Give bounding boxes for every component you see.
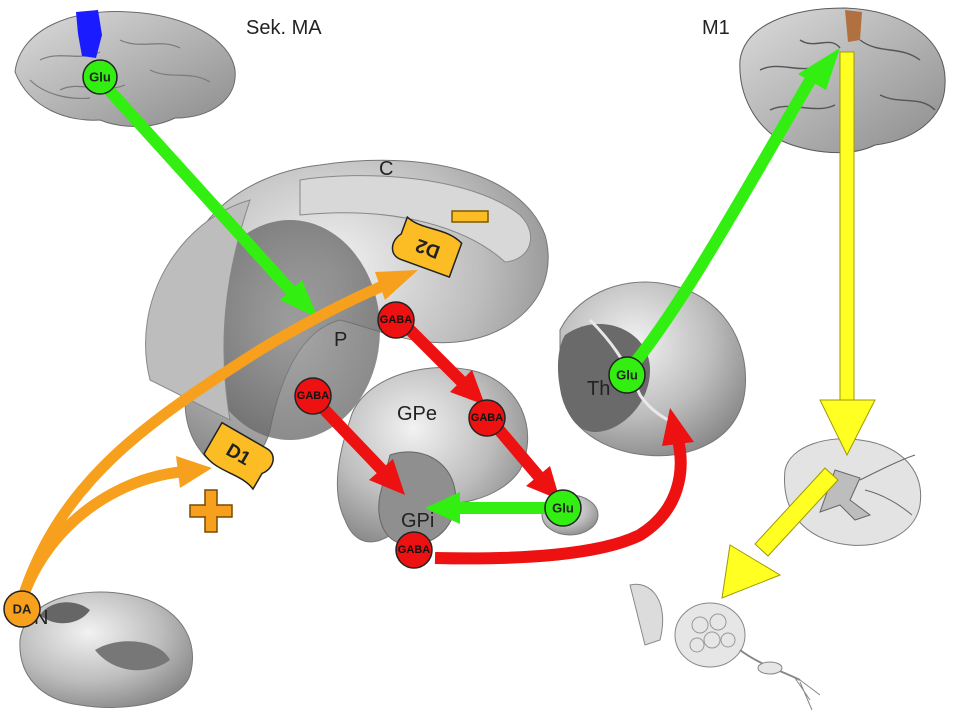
arrow-gpi-to-thalamus [434,438,687,565]
muscle-image [629,583,821,711]
label-m1: M1 [702,17,730,39]
cortex-brain-left-image [14,10,236,127]
arrow-dopamine-to-d2 [16,279,388,602]
svg-text:Glu: Glu [616,368,638,383]
secondary-motor-area-highlight [76,10,102,58]
label-gpi: GPi [401,510,434,532]
svg-text:GABA: GABA [471,412,503,424]
node-glu-thalamus: Glu [608,356,646,394]
node-gaba-putamen-lower: GABA [294,377,332,415]
arrow-gpe-to-stn [490,421,545,482]
node-glu-cortex: Glu [82,59,118,95]
substantia-nigra-image [19,591,193,708]
minus-icon [451,210,489,223]
node-gaba-putamen-upper: GABA [377,301,415,339]
svg-text:Glu: Glu [89,70,111,85]
node-gaba-gpi: GABA [395,531,433,569]
arrow-cortex-to-putamen [95,75,297,297]
thalamus-image [557,281,747,457]
label-thalamus: Th [587,378,610,400]
node-glu-stn: Glu [544,489,582,527]
d2-receptor: D2 [391,215,463,279]
arrow-putamen-to-gpe [400,320,467,387]
label-caudate: C [379,158,393,180]
arrow-putamen-to-gpi [315,400,387,475]
arrow-dopamine-to-d1 [16,466,181,602]
arrow-spinal-cord-to-muscle [754,467,839,557]
label-gpe: GPe [397,403,437,425]
svg-text:DA: DA [13,602,32,617]
svg-text:GABA: GABA [398,544,430,556]
primary-motor-area-highlight [845,10,862,42]
d1-receptor: D1 [203,421,274,491]
arrow-m1-to-spinal-cord [839,51,855,403]
node-dopamine: DA [3,590,41,628]
svg-text:GABA: GABA [297,390,329,402]
svg-text:GABA: GABA [380,314,412,326]
node-gaba-gpe: GABA [468,399,506,437]
plus-icon [189,489,233,533]
svg-text:Glu: Glu [552,501,574,516]
label-putamen: P [334,329,347,351]
label-sek-ma: Sek. MA [246,17,322,39]
arrow-thalamus-to-m1 [620,68,821,379]
